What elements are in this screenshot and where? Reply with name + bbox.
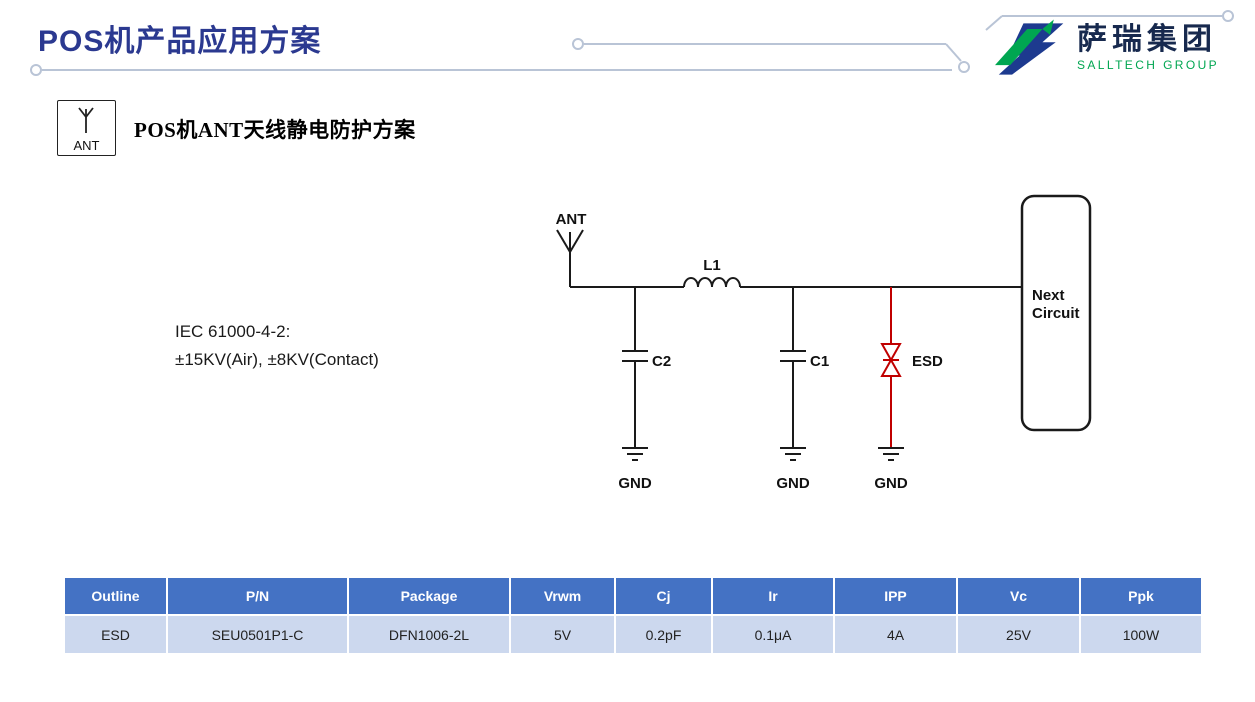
- ant-box-label: ANT: [73, 138, 100, 153]
- company-logo: 萨瑞集团 SALLTECH GROUP: [995, 16, 1219, 80]
- iec-spec: IEC 61000-4-2: ±15KV(Air), ±8KV(Contact): [175, 318, 379, 374]
- col-header-pn: P/N: [167, 578, 349, 616]
- cell-package: DFN1006-2L: [348, 615, 511, 653]
- col-header-cj: Cj: [615, 578, 713, 616]
- logo-name: 萨瑞集团: [1077, 22, 1217, 56]
- ant-label: ANT: [556, 211, 587, 228]
- cap2-label: C2: [652, 353, 671, 370]
- logo-subtitle: SALLTECH GROUP: [1077, 58, 1220, 73]
- page-title: POS机产品应用方案: [38, 25, 322, 58]
- cap1-label: C1: [810, 353, 829, 370]
- col-header-ppk: Ppk: [1080, 578, 1201, 616]
- logo-mark-icon: [995, 19, 1064, 75]
- gnd1-label: GND: [618, 475, 652, 492]
- gnd2-label: GND: [776, 475, 810, 492]
- next-circuit-label-line1: Next: [1032, 287, 1065, 304]
- cell-vc: 25V: [957, 615, 1081, 653]
- next-circuit-label-line2: Circuit: [1032, 305, 1080, 322]
- spec-table: Outline P/N Package Vrwm Cj Ir IPP Vc Pp…: [65, 578, 1201, 653]
- ant-icon-box: ANT: [57, 100, 116, 156]
- gnd-symbol-2: [780, 447, 806, 461]
- iec-spec-line2: ±15KV(Air), ±8KV(Contact): [175, 350, 379, 369]
- inductor-symbol: [683, 277, 741, 288]
- col-header-outline: Outline: [65, 578, 168, 616]
- gnd-symbol-1: [622, 447, 648, 461]
- logo-text: 萨瑞集团 SALLTECH GROUP: [1077, 24, 1219, 73]
- section-title: POS机ANT天线静电防护方案: [134, 118, 416, 142]
- gnd-symbol-3: [878, 447, 904, 461]
- iec-spec-line1: IEC 61000-4-2:: [175, 322, 291, 341]
- capacitor-c2-symbol: [622, 287, 648, 448]
- cell-ir: 0.1μA: [712, 615, 835, 653]
- col-header-ir: Ir: [712, 578, 835, 616]
- col-header-vc: Vc: [957, 578, 1081, 616]
- antenna-icon: [78, 107, 94, 133]
- col-header-package: Package: [348, 578, 511, 616]
- capacitor-c1-symbol: [780, 287, 806, 448]
- inductor-label: L1: [703, 257, 721, 274]
- cell-vrwm: 5V: [510, 615, 616, 653]
- col-header-vrwm: Vrwm: [510, 578, 616, 616]
- table-row: ESD SEU0501P1-C DFN1006-2L 5V 0.2pF 0.1μ…: [65, 615, 1201, 653]
- cell-pn: SEU0501P1-C: [167, 615, 349, 653]
- circuit-diagram: ANT L1 C2 GND C1: [556, 194, 1092, 492]
- table-header-row: Outline P/N Package Vrwm Cj Ir IPP Vc Pp…: [65, 578, 1201, 616]
- antenna-symbol: [556, 229, 584, 287]
- gnd3-label: GND: [874, 475, 908, 492]
- cell-outline: ESD: [65, 615, 168, 653]
- esd-diode-symbol: [880, 287, 902, 448]
- cell-cj: 0.2pF: [615, 615, 713, 653]
- cell-ppk: 100W: [1080, 615, 1201, 653]
- col-header-ipp: IPP: [834, 578, 958, 616]
- esd-label: ESD: [912, 353, 943, 370]
- next-circuit-box: [1020, 194, 1092, 432]
- cell-ipp: 4A: [834, 615, 958, 653]
